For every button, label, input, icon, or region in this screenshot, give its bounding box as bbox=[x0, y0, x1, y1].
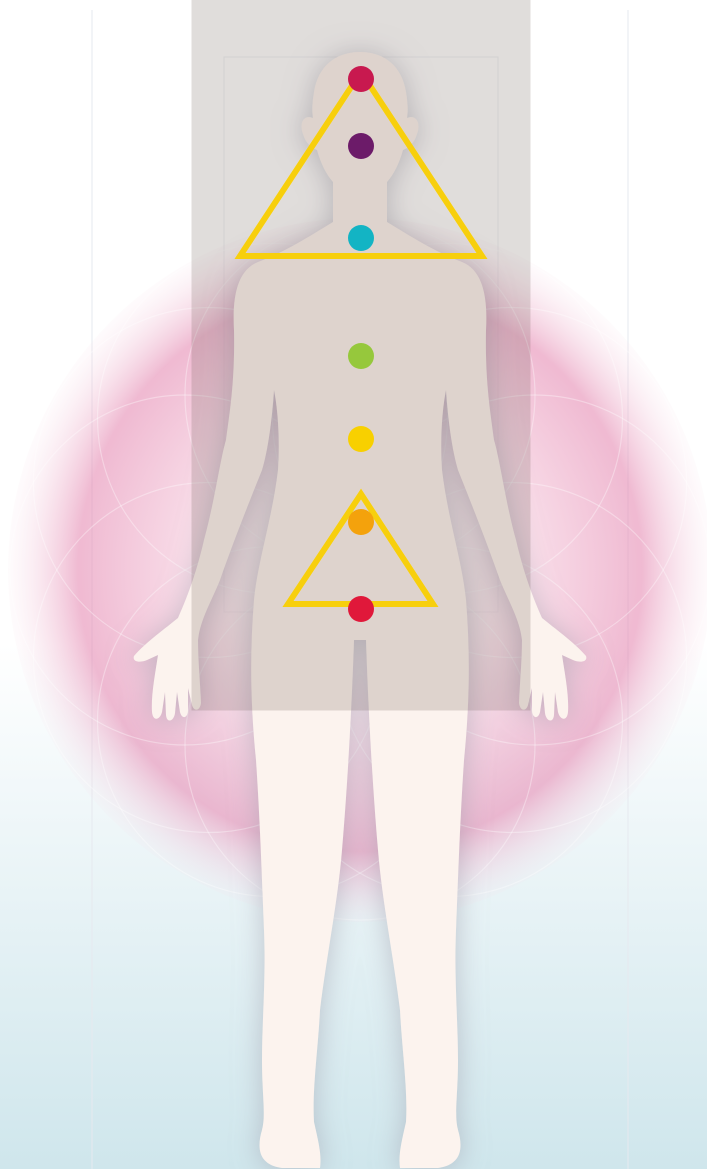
chakra-sacral bbox=[348, 509, 374, 535]
chakra-root bbox=[348, 596, 374, 622]
chakra-crown bbox=[348, 66, 374, 92]
chakra-heart bbox=[348, 343, 374, 369]
chakra-third-eye bbox=[348, 133, 374, 159]
chakra-solar-plexus bbox=[348, 426, 374, 452]
chakra-throat bbox=[348, 225, 374, 251]
